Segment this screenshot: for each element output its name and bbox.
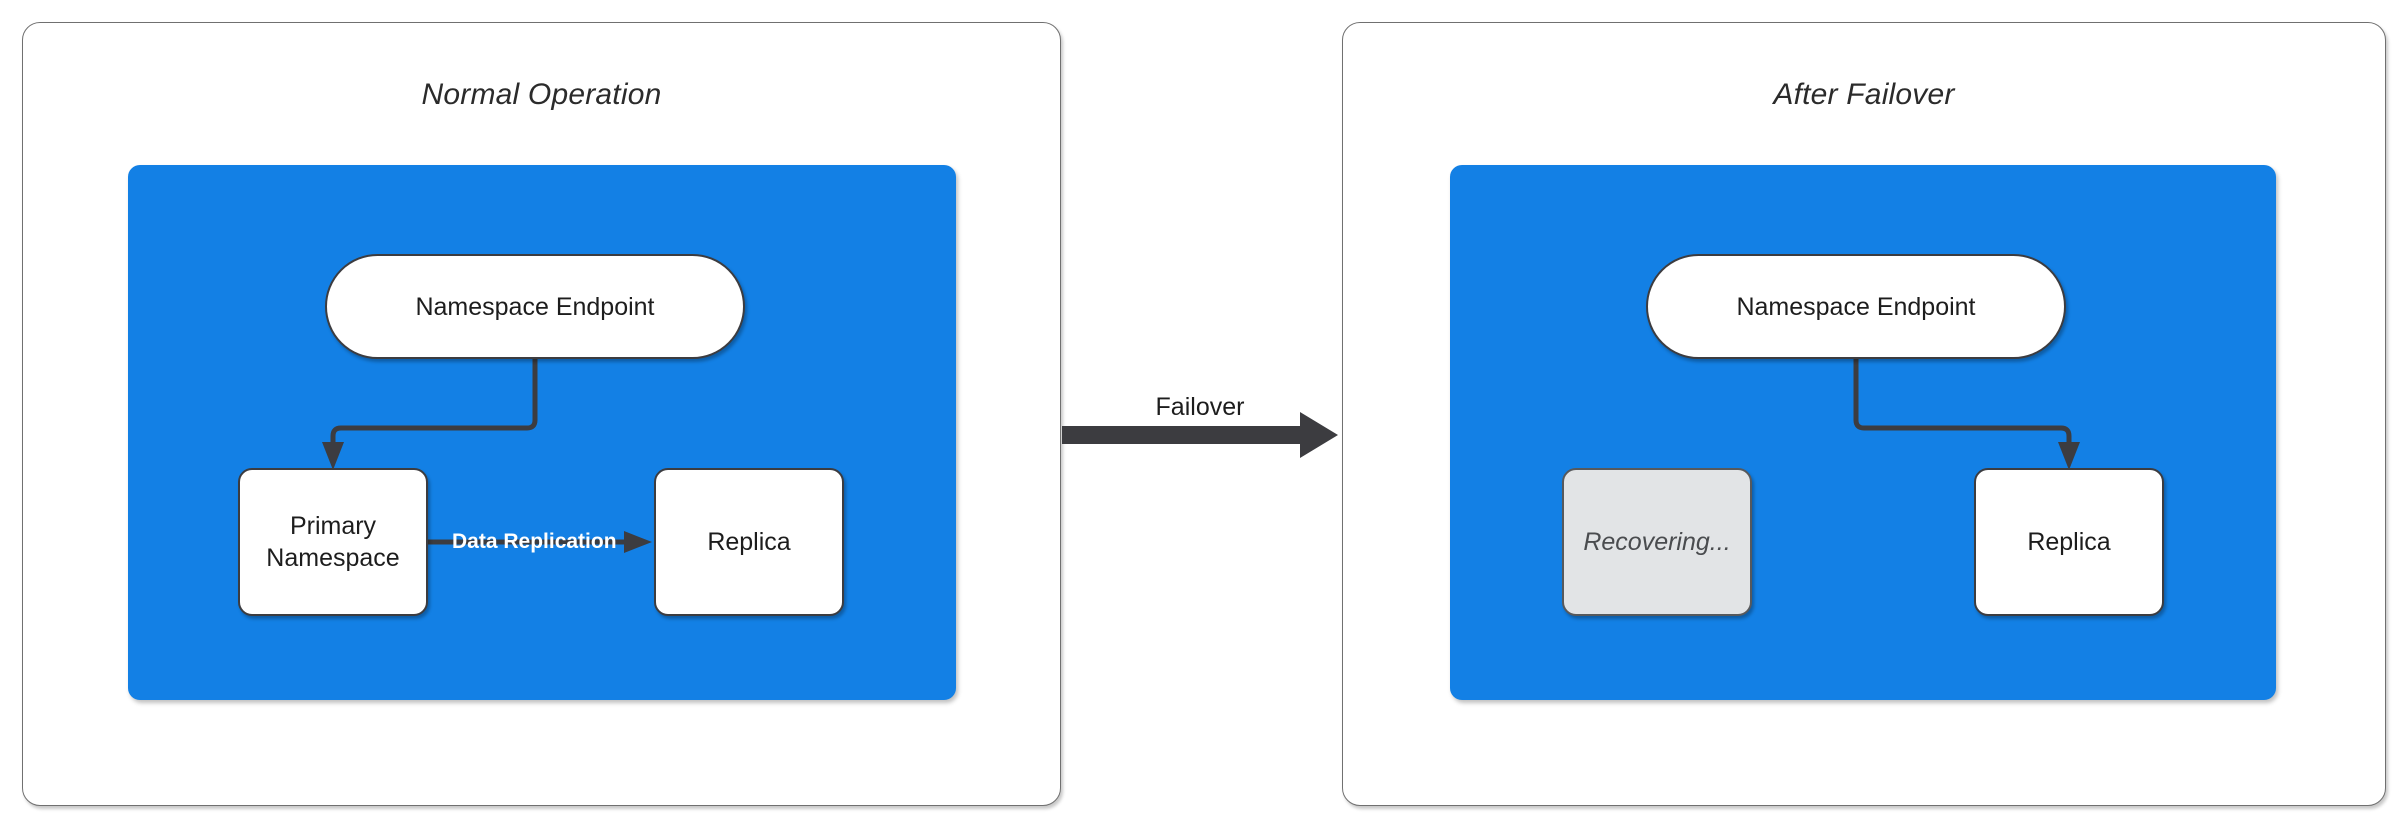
panel-title-after-failover: After Failover [1773,78,1955,111]
arrowhead-replica-right [2058,442,2080,470]
edge-label-data-replication: Data Replication [452,530,617,553]
node-recovering[interactable]: Recovering... [1562,468,1752,616]
node-replica-left[interactable]: Replica [654,468,844,616]
node-label: Primary Namespace [266,510,399,574]
node-label: Namespace Endpoint [415,292,655,321]
node-label: Namespace Endpoint [1736,292,1976,321]
edge-endpoint-to-replica [1853,359,2072,452]
panel-title-normal-operation: Normal Operation [421,78,662,111]
node-label: Replica [707,528,791,556]
edge-endpoint-to-primary [330,359,538,452]
node-replica-right[interactable]: Replica [1974,468,2164,616]
failover-label: Failover [1155,393,1245,421]
node-primary-namespace[interactable]: Primary Namespace [238,468,428,616]
primary-line-1: Primary [289,512,377,540]
failover-arrow [1062,412,1338,458]
primary-line-2: Namespace [266,544,400,572]
node-label: Replica [2027,528,2111,556]
arrowhead-primary [322,442,344,470]
node-namespace-endpoint-right[interactable]: Namespace Endpoint [1646,254,2066,359]
node-label: Recovering... [1583,528,1731,556]
arrowhead-replica-left [624,531,652,553]
node-namespace-endpoint-left[interactable]: Namespace Endpoint [325,254,745,359]
